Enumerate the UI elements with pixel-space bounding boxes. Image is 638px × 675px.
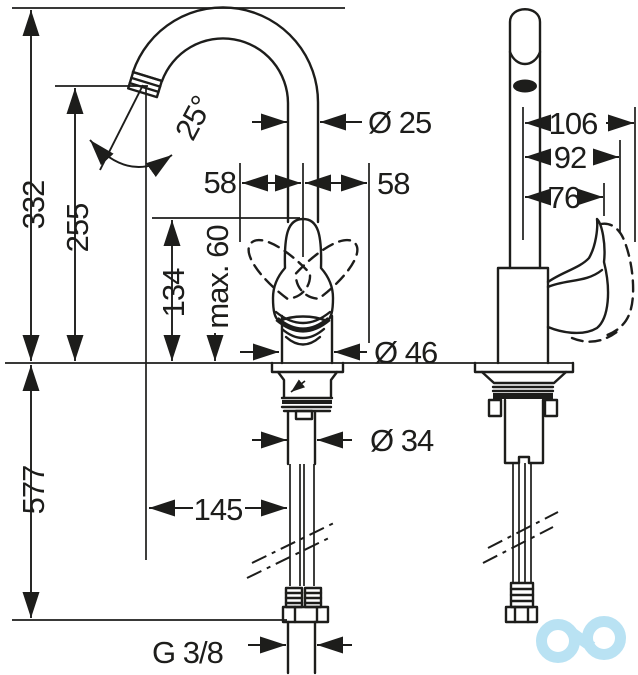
spout-axis-line bbox=[99, 84, 144, 171]
dim-shank-diameter: Ø 34 bbox=[370, 423, 434, 458]
dim-under-counter-depth: 577 bbox=[16, 466, 51, 515]
handle-seam-side bbox=[546, 268, 604, 289]
dim-max-mounting-thickness: max. 60 bbox=[200, 225, 235, 329]
logo-left-loop bbox=[536, 619, 580, 663]
spout-bend-edge bbox=[508, 50, 542, 66]
side-view-faucet bbox=[473, 8, 635, 624]
dim-outlet-height: 255 bbox=[60, 204, 95, 253]
handle-lever-side bbox=[546, 217, 610, 335]
hose-connector-side bbox=[504, 581, 539, 624]
break-line-front-1 bbox=[251, 520, 339, 564]
dim-overall-height: 332 bbox=[16, 181, 51, 230]
dim-base-diameter: Ø 46 bbox=[374, 335, 437, 370]
seal-lines-side bbox=[491, 385, 555, 393]
logo-bridge bbox=[567, 627, 596, 652]
dim-spout-angle: 25° bbox=[168, 90, 220, 145]
escutcheon-pointer bbox=[290, 379, 306, 393]
supply-hoses-front bbox=[289, 464, 315, 586]
spout-outer-wall bbox=[131, 6, 320, 224]
break-line-side-2 bbox=[482, 526, 554, 564]
joint-ring-2 bbox=[275, 317, 331, 333]
seal-band-front bbox=[282, 400, 332, 404]
shank-front bbox=[286, 410, 317, 466]
dim-depth-mid: 92 bbox=[554, 140, 586, 175]
hex-nut-front bbox=[281, 605, 330, 624]
flange-neck-side bbox=[480, 370, 568, 385]
dim-depth-inner: 76 bbox=[548, 180, 580, 215]
dim-offset-left: 58 bbox=[204, 165, 236, 200]
supply-hoses-side bbox=[512, 463, 532, 583]
break-line-front-2 bbox=[246, 535, 334, 579]
co-logo-watermark bbox=[536, 616, 626, 663]
handle-swing-side-dashed bbox=[599, 222, 635, 338]
dim-spout-pipe-diameter: Ø 25 bbox=[368, 105, 431, 140]
spout-outlet-side bbox=[513, 79, 537, 93]
dim-depth-outer: 106 bbox=[549, 106, 598, 141]
thread-tail-front bbox=[286, 620, 317, 675]
logo-right-loop bbox=[582, 616, 626, 660]
dim-body-height: 134 bbox=[156, 268, 191, 317]
mounting-tab-left bbox=[487, 398, 503, 418]
seal-band-side bbox=[493, 393, 553, 399]
spout-inner-wall bbox=[160, 37, 290, 224]
dim-connection-thread: G 3/8 bbox=[152, 635, 223, 670]
base-flange-front bbox=[270, 361, 345, 374]
aerator-tip bbox=[126, 70, 164, 99]
handle-swing-left-dashed bbox=[237, 228, 318, 306]
break-line-side-1 bbox=[487, 511, 559, 549]
angle-arc-25deg bbox=[89, 139, 173, 178]
dimension-lines bbox=[22, 10, 634, 654]
dim-offset-right: 58 bbox=[377, 166, 409, 201]
mounting-clip-front bbox=[294, 409, 314, 421]
shank-side bbox=[503, 398, 545, 465]
front-view-faucet bbox=[126, 6, 369, 675]
flange-neck-front bbox=[276, 370, 339, 399]
handle-lever-front bbox=[271, 217, 335, 323]
joint-ring-3 bbox=[280, 327, 326, 340]
spout-column-side bbox=[508, 8, 542, 270]
mounting-tab-right bbox=[543, 398, 559, 418]
hex-nut-side bbox=[504, 605, 539, 624]
dimension-labels: 332 255 134 max. 60 577 25° Ø 25 58 58 Ø… bbox=[16, 90, 598, 670]
hose-connectors-front bbox=[281, 586, 330, 675]
body-side bbox=[496, 266, 550, 365]
dim-spout-reach: 145 bbox=[194, 492, 243, 527]
base-flange-side bbox=[473, 361, 575, 374]
handle-swing-arc-dashed bbox=[570, 329, 620, 343]
joint-ring-4 bbox=[284, 335, 322, 346]
